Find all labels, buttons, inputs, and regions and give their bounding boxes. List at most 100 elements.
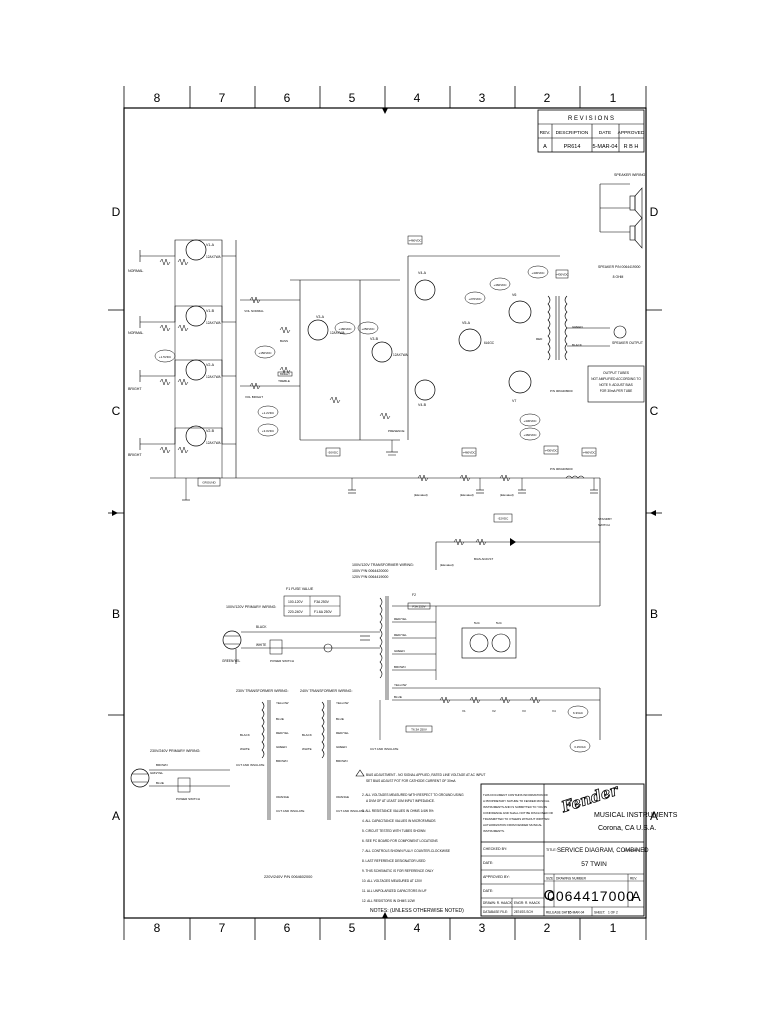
engineer: ENGR: R. HAACK bbox=[514, 901, 541, 905]
zone-col-1: 1 bbox=[610, 91, 617, 105]
tube-label: V2-A bbox=[206, 363, 215, 367]
primary-230-title: 230V/240V PRIMARY WIRING: bbox=[150, 749, 200, 753]
note-line: 4. ALL CAPACITANCE VALUES IN MICROFARADS bbox=[362, 819, 436, 823]
zone-col-7: 7 bbox=[219, 91, 226, 105]
drawn-by: DRAWN: R. HAACK bbox=[483, 901, 513, 905]
wire-black: BLACK bbox=[240, 733, 250, 737]
note-line: 3. ALL RESISTANCE VALUES IN OHMS 1/4W 5% bbox=[362, 809, 434, 813]
phase-inverter-area: V3-A 12AX7WA V3-B 12AX7WA +180VDC +250VD… bbox=[290, 279, 408, 456]
zone-col-3: 3 bbox=[479, 91, 486, 105]
zone-col-8-bottom: 8 bbox=[154, 921, 161, 935]
database-label: DATABASE FILE: bbox=[483, 910, 508, 914]
svg-text:+150VDC: +150VDC bbox=[258, 351, 272, 355]
speaker-wiring: SPEAKER WIRING SPEAKER P/N 0064419000 8 … bbox=[598, 173, 646, 345]
xfmr-240-title: 240V TRANSFORMER WIRING: bbox=[300, 689, 352, 693]
size-label: SIZE bbox=[546, 877, 553, 881]
notes-block: BIAS ADJUSTMENT - NO SIGNAL APPLIED, RAT… bbox=[355, 769, 485, 914]
tube-v7-icon bbox=[414, 279, 436, 301]
zone-row-c-left: C bbox=[112, 404, 121, 418]
svg-text:FOR 30mA PER TUBE: FOR 30mA PER TUBE bbox=[600, 389, 633, 393]
tube-v3-icon bbox=[185, 359, 207, 381]
tube-v10-icon bbox=[508, 300, 532, 324]
svg-text:+1.2VDC: +1.2VDC bbox=[262, 411, 275, 415]
approved-by-label: APPROVED BY: bbox=[483, 875, 510, 879]
side-zone-ruler: D C B A D C B A bbox=[108, 108, 662, 918]
svg-text:INSTRUMENTS AND IS SUBMITTED T: INSTRUMENTS AND IS SUBMITTED TO YOU IN bbox=[483, 805, 547, 809]
svg-text:BLUE: BLUE bbox=[156, 781, 164, 785]
xfmr-230-wiring: 230V TRANSFORMER WIRING: BLACK WHITE CUT… bbox=[236, 689, 304, 820]
revisions-block: R E V I S I O N S REV. DESCRIPTION DATE … bbox=[537, 109, 645, 153]
power-amp-section: V4-A V4-B V5-A 6L6GC V6 V7 +270VDC +460V… bbox=[325, 255, 596, 457]
tube-label: V2-B bbox=[206, 429, 215, 433]
zone-col-5-bottom: 5 bbox=[349, 921, 356, 935]
svg-text:5U4: 5U4 bbox=[474, 621, 480, 625]
fuse-voltage-1: 100-120V bbox=[288, 600, 303, 604]
note-line: 11. ALL UNPOLARIZED CAPACITORS IN UF bbox=[362, 889, 427, 893]
wire-green-yellow: GREEN/YEL bbox=[222, 659, 240, 663]
input-bright-2: BRIGHT bbox=[128, 453, 142, 457]
svg-text:NOTE 9. ADJUST BIAS: NOTE 9. ADJUST BIAS bbox=[599, 383, 633, 387]
zone-col-4-bottom: 4 bbox=[414, 921, 421, 935]
xfmr-wire-brown: BROWN bbox=[394, 665, 406, 669]
cut-insulate-note: CUT AND INSULATE bbox=[370, 747, 398, 751]
rev-value-rev: A bbox=[543, 144, 547, 150]
wire-red-yellow: RED/YEL bbox=[336, 731, 349, 735]
wire-blue: BLUE bbox=[276, 717, 284, 721]
fuse-rating-2: F1.6A 250V bbox=[314, 610, 332, 614]
svg-text:GRN/YEL: GRN/YEL bbox=[150, 771, 164, 775]
sheet-label: SHEET: bbox=[594, 911, 605, 915]
output-transformer: GREEN BLACK RED P/N 0064408000 bbox=[536, 295, 610, 393]
wire-blue: BLUE bbox=[336, 717, 344, 721]
hv-label: +430VDC bbox=[544, 449, 558, 453]
svg-text:P/N 0064406000: P/N 0064406000 bbox=[550, 467, 573, 471]
tube-label: V1-A bbox=[206, 243, 215, 247]
zone-row-a-right: A bbox=[650, 809, 658, 823]
zone-col-1-bottom: 1 bbox=[610, 921, 617, 935]
model-name: 57 TWIN bbox=[581, 861, 607, 868]
tube-v6-icon bbox=[371, 341, 393, 363]
note-line: BIAS ADJUSTMENT - NO SIGNAL APPLIED, RAT… bbox=[366, 773, 485, 777]
svg-text:A PROPRIETARY NATURE TO FENDER: A PROPRIETARY NATURE TO FENDER MUSICAL bbox=[483, 799, 550, 803]
rectifier-tube-icon bbox=[469, 633, 489, 653]
svg-text:F2: F2 bbox=[412, 593, 416, 597]
svg-text:BIAS ADJUST: BIAS ADJUST bbox=[474, 557, 493, 561]
zone-row-b-left: B bbox=[112, 607, 120, 621]
svg-text:+1.5VDC: +1.5VDC bbox=[159, 355, 172, 359]
ac-plug-icon bbox=[222, 630, 242, 650]
hv-label: +430VDC bbox=[555, 273, 569, 277]
svg-text:STANDBY: STANDBY bbox=[598, 517, 612, 521]
tube-type-label: 12AX7WA bbox=[206, 441, 221, 445]
bias-section: -52VDC BIAS ADJUST (Elevated) bbox=[435, 513, 600, 570]
wire-white: WHITE bbox=[256, 643, 266, 647]
rev-header-description: DESCRIPTION bbox=[556, 130, 589, 136]
note-line: 6. SEE PC BOARD FOR COMPONENT LOCATIONS bbox=[362, 839, 438, 843]
rev-header-rev: REV. bbox=[540, 130, 551, 136]
svg-text:THIS DOCUMENT CONTAINS INFORMA: THIS DOCUMENT CONTAINS INFORMATION OF bbox=[483, 793, 548, 797]
zone-row-a-left: A bbox=[112, 809, 120, 823]
svg-text:NOT AMPLIFIED ACCORDING TO: NOT AMPLIFIED ACCORDING TO bbox=[591, 377, 641, 381]
wire-white: WHITE bbox=[302, 747, 312, 751]
release-date-label: RELEASE DATE: bbox=[546, 911, 571, 915]
fuse-table-title: F1 FUSE VALUE bbox=[286, 587, 314, 591]
checked-by-label: CHECKED BY: bbox=[483, 847, 507, 851]
wire-yellow: YELLOW bbox=[336, 701, 349, 705]
tube-type-label: 12AX7WA bbox=[206, 375, 221, 379]
drawing-number: 0064417000 bbox=[547, 888, 635, 904]
svg-text:BROWN: BROWN bbox=[156, 763, 168, 767]
fuse-rating-1: F3A 250V bbox=[314, 600, 330, 604]
svg-text:+250VDC: +250VDC bbox=[361, 327, 375, 331]
svg-text:+180VDC: +180VDC bbox=[338, 327, 352, 331]
xfmr-wire-red-yellow: RED/YEL bbox=[394, 633, 407, 637]
fuse-f2-rating: F3A 250V bbox=[412, 605, 425, 609]
zone-row-d-left: D bbox=[112, 205, 121, 219]
svg-text:CUT AND INSULATE: CUT AND INSULATE bbox=[276, 809, 304, 813]
zone-col-5: 5 bbox=[349, 91, 356, 105]
wire-brown: BROWN bbox=[276, 759, 288, 763]
input-normal-2: NORMAL bbox=[128, 331, 143, 335]
svg-text:(Elevated): (Elevated) bbox=[440, 563, 454, 567]
svg-text:+430VDC: +430VDC bbox=[531, 271, 545, 275]
tube-label: V4-B bbox=[418, 403, 427, 407]
svg-text:+430VDC: +430VDC bbox=[523, 419, 537, 423]
title-label: TITLE: bbox=[546, 848, 557, 852]
note-line: 2. ALL VOLTAGES MEASURED WITH RESPECT TO… bbox=[362, 793, 464, 797]
